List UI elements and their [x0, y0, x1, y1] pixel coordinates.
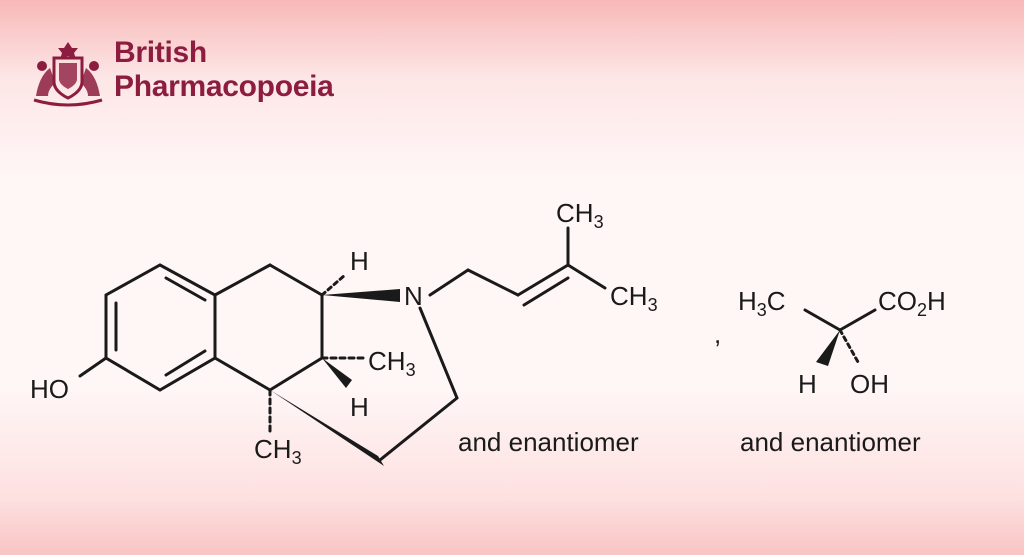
wedge-bond-h [322, 358, 352, 388]
wedge-bond-n [322, 289, 400, 302]
label-ho: HO [30, 374, 69, 404]
brand-line-1: British [114, 36, 207, 69]
label-n: N [404, 281, 423, 311]
label-enantiomer-1: and enantiomer [458, 427, 639, 457]
brand-name: British Pharmacopoeia [114, 36, 334, 104]
label-ch3-right: CH3 [610, 281, 658, 315]
wedge-bond-bridge [270, 390, 384, 466]
brand-header: British Pharmacopoeia [28, 36, 388, 110]
label-enantiomer-2: and enantiomer [740, 427, 921, 457]
separator-comma: , [714, 319, 721, 349]
label-h-mid: H [350, 392, 369, 422]
royal-coat-of-arms-icon [33, 42, 103, 107]
label-h-lactic: H [798, 369, 817, 399]
label-ch3-ring: CH3 [368, 346, 416, 380]
wedge-bond-lactic [816, 330, 840, 366]
label-ch3-top: CH3 [556, 198, 604, 232]
label-co2h: CO2H [878, 286, 946, 320]
brand-line-2: Pharmacopoeia [114, 70, 334, 103]
label-oh-lactic: OH [850, 369, 889, 399]
pentazocine-structure [78, 226, 607, 462]
label-h3c: H3C [738, 286, 786, 320]
lactic-acid-structure [803, 308, 877, 364]
label-ch3-bottom: CH3 [254, 434, 302, 468]
label-h-top: H [350, 246, 369, 276]
